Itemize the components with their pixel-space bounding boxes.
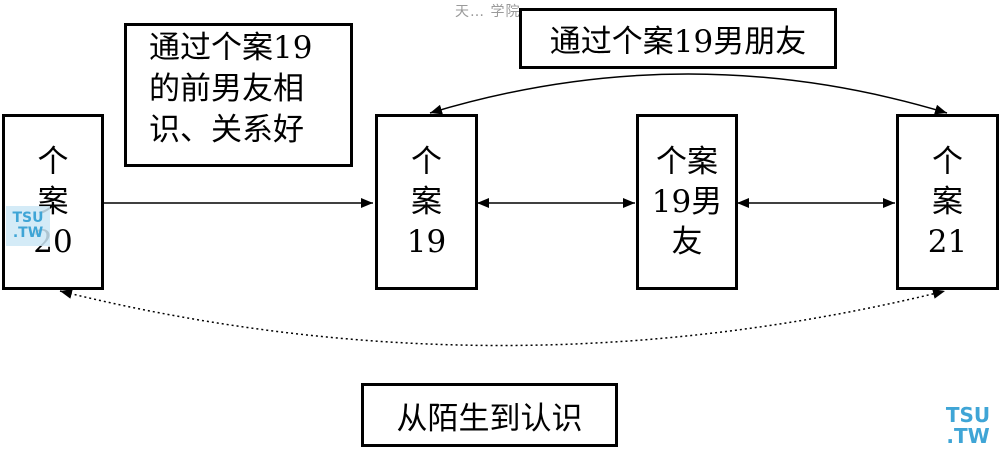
arc-case19-case21 — [429, 73, 948, 115]
case21-line-2: 案 — [932, 184, 963, 220]
case19-line-2: 案 — [411, 184, 442, 220]
boyfriend-line-3: 友 — [671, 224, 703, 260]
watermark-top-text: 天… 学院 — [455, 4, 521, 20]
label-via-case19-boyfriend: 通过个案19男朋友 — [519, 8, 837, 69]
watermark-large-line-1: TSU — [945, 403, 991, 427]
node-case19-boyfriend: 个案 19男 友 — [636, 114, 738, 290]
watermark-large-line-2: .TW — [946, 424, 990, 448]
label-strangers-to-acquaintances: 从陌生到认识 — [361, 383, 618, 447]
note-box-met-via-ex-boyfriend: 通过个案19 的前男友相 识、关系好 — [124, 23, 353, 167]
dotted-arc-case20-case21 — [59, 288, 946, 347]
watermark-logo-large: TSU .TW — [940, 404, 996, 448]
case21-line-1: 个 — [932, 144, 963, 180]
case20-line-1: 个 — [37, 144, 69, 180]
node-case-21: 个 案 21 — [896, 114, 999, 290]
watermark-logo-small: TSU .TW — [6, 206, 50, 246]
note-line-1: 通过个案19 — [149, 30, 313, 66]
note-line-3: 识、关系好 — [149, 112, 304, 148]
case19-line-3: 19 — [406, 224, 447, 260]
node-case-20: 个 案 20 — [2, 114, 104, 290]
boyfriend-line-2: 19男 — [651, 184, 723, 220]
watermark-small-line-2: .TW — [12, 225, 44, 241]
watermark-small-line-1: TSU — [12, 210, 44, 227]
note-line-2: 的前男友相 — [149, 71, 304, 107]
case21-line-3: 21 — [927, 224, 968, 260]
case19-line-1: 个 — [411, 144, 442, 180]
node-case-19: 个 案 19 — [375, 114, 478, 290]
boyfriend-line-1: 个案 — [656, 144, 718, 180]
